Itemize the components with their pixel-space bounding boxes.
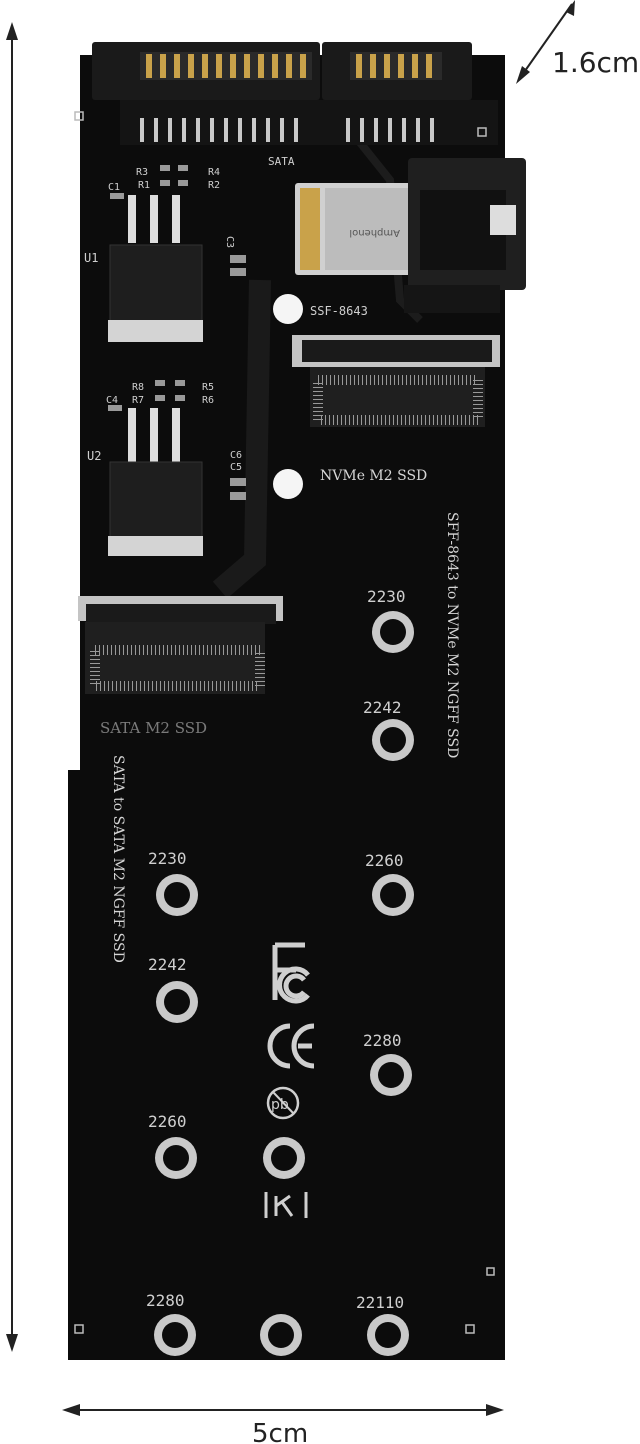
nvme-mount-hole	[273, 469, 303, 499]
nvme-hole-2260-label: 2260	[365, 851, 404, 870]
regulator-u2	[108, 408, 203, 556]
c5-label: C5	[230, 462, 242, 473]
c6-label: C6	[230, 450, 242, 461]
sata-hole-2280-label: 2280	[146, 1291, 185, 1310]
r4-label: R4	[208, 167, 220, 178]
nvme-length-holes: 2230 2242 2260 2280 22110	[356, 587, 414, 1356]
sata-hole-2242-label: 2242	[148, 955, 187, 974]
regulator-u1	[108, 195, 203, 342]
r5-label: R5	[202, 382, 214, 393]
sata-length-holes: 2230 2242 2260 2280	[146, 849, 198, 1356]
height-dimension	[6, 22, 18, 1352]
nvme-description: SFF-8643 to NVMe M2 NGFF SSD	[444, 512, 460, 758]
sata-m2-slot	[78, 596, 283, 694]
svg-text:pb: pb	[271, 1097, 289, 1113]
width-dimension: 5cm	[62, 1404, 504, 1444]
c1-label: C1	[108, 182, 120, 193]
component-labels: C1 R3 R1 R4 R2 C3 C4 R8 R7 R5 R6 C6 C5	[106, 167, 242, 473]
nvme-hole-22110-label: 22110	[356, 1293, 404, 1312]
sata-description: SATA to SATA M2 NGFF SSD	[110, 755, 126, 963]
r7-label: R7	[132, 395, 144, 406]
r2-label: R2	[208, 180, 220, 191]
sata-slot-label: SATA M2 SSD	[100, 719, 207, 737]
amphenol-label: Amphenol	[349, 227, 400, 238]
r1-label: R1	[138, 180, 150, 191]
u2-label: U2	[87, 449, 101, 463]
c3-label: C3	[224, 236, 235, 248]
smd-parts	[108, 165, 246, 500]
sff-label: SSF-8643	[310, 304, 368, 318]
sff-8643-connector: Amphenol	[295, 158, 526, 313]
nvme-hole-2242-label: 2242	[363, 698, 402, 717]
r6-label: R6	[202, 395, 214, 406]
sff-mount-hole	[273, 294, 303, 324]
fcc-logo	[272, 942, 310, 1004]
r8-label: R8	[132, 382, 144, 393]
pb-free-logo: pb	[266, 1086, 300, 1120]
width-label: 5cm	[252, 1419, 308, 1444]
sata-hole-2230-label: 2230	[148, 849, 187, 868]
nvme-m2-slot	[292, 335, 500, 427]
thickness-dimension: 1.6cm	[516, 0, 639, 84]
ce-logo	[267, 1023, 315, 1069]
thickness-label: 1.6cm	[552, 46, 639, 79]
nvme-slot-label: NVMe M2 SSD	[320, 468, 427, 484]
c4-label: C4	[106, 395, 118, 406]
sata-label: SATA	[268, 155, 295, 168]
center-mount-holes	[260, 1137, 305, 1356]
mounting-pads	[74, 111, 495, 1334]
kc-logo	[264, 1192, 308, 1218]
nvme-hole-2280-label: 2280	[363, 1031, 402, 1050]
sata-connector	[92, 42, 498, 145]
sata-hole-2260-label: 2260	[148, 1112, 187, 1131]
u1-label: U1	[84, 251, 98, 265]
r3-label: R3	[136, 167, 148, 178]
nvme-hole-2230-label: 2230	[367, 587, 406, 606]
